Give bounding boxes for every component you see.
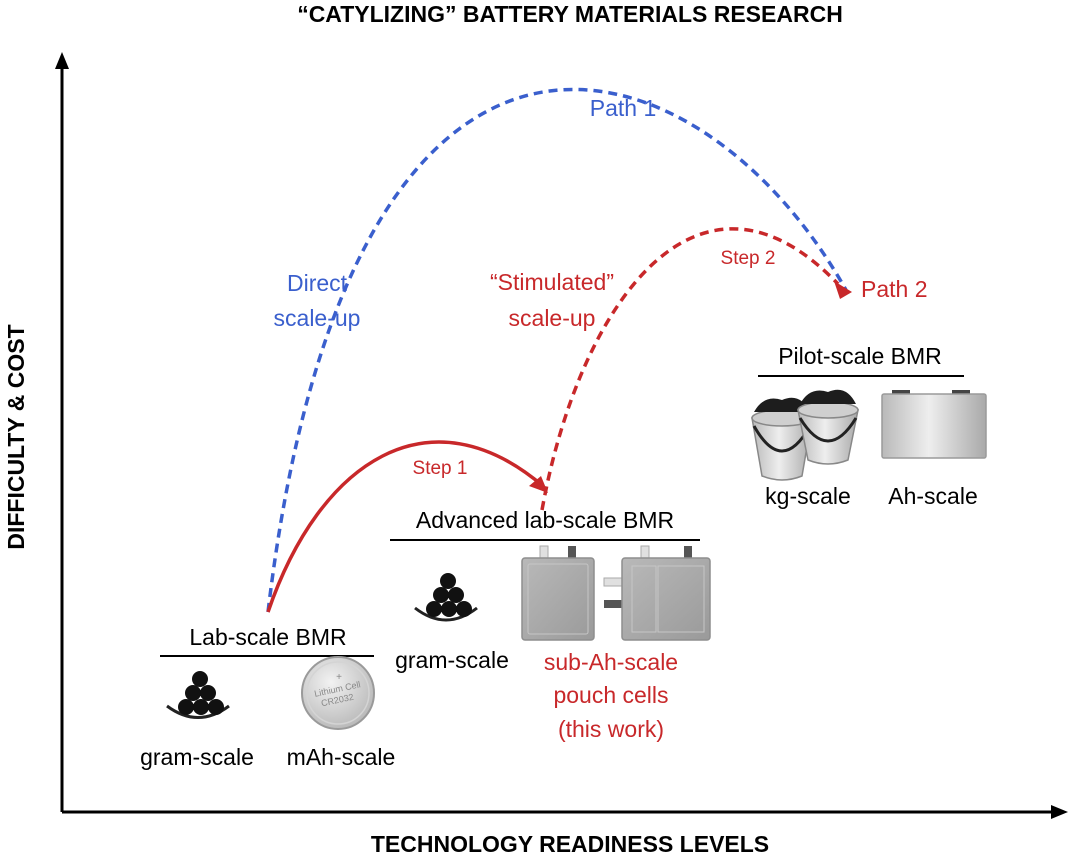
x-axis-label: TECHNOLOGY READINESS LEVELS xyxy=(371,831,769,857)
pilot-scale-title: Pilot-scale BMR xyxy=(778,343,942,369)
y-axis-arrowhead xyxy=(55,52,69,69)
ah-scale-label: Ah-scale xyxy=(888,483,977,509)
y-axis xyxy=(55,52,69,812)
y-axis-label: DIFFICULTY & COST xyxy=(3,324,29,549)
coin-cell-icon: + Lithium Cell CR2032 xyxy=(301,656,375,730)
bucket-icon xyxy=(797,389,859,465)
pouch-cell-icon xyxy=(603,545,711,641)
path2-label: Path 2 xyxy=(861,276,928,302)
path2-arrowhead xyxy=(834,281,852,299)
lab-mah-scale-label: mAh-scale xyxy=(287,744,396,770)
direct-scaleup-label-line1: Direct xyxy=(287,270,348,296)
pouch-cells-label: pouch cells xyxy=(553,682,668,708)
lab-gram-scale-label: gram-scale xyxy=(140,744,254,770)
path1-label: Path 1 xyxy=(590,95,657,121)
this-work-label: (this work) xyxy=(558,716,664,742)
powder-icon xyxy=(166,671,230,719)
prismatic-cell-icon xyxy=(881,390,987,459)
x-axis xyxy=(62,805,1068,819)
pouch-cell-icon xyxy=(521,545,595,641)
step1-curve xyxy=(266,440,545,613)
stimulated-scaleup-label-line1: “Stimulated” xyxy=(490,269,614,295)
stimulated-scaleup-label-line2: scale-up xyxy=(509,305,596,331)
svg-text:+: + xyxy=(336,672,342,683)
x-axis-arrowhead xyxy=(1051,805,1068,819)
lab-scale-title: Lab-scale BMR xyxy=(189,624,346,650)
step1-arrowhead xyxy=(529,476,548,493)
step1-label: Step 1 xyxy=(413,458,468,479)
advanced-lab-scale-title: Advanced lab-scale BMR xyxy=(416,507,674,533)
step2-label: Step 2 xyxy=(721,248,776,269)
direct-scaleup-label-line2: scale-up xyxy=(274,305,361,331)
advanced-lab-scale-stage: Advanced lab-scale BMR gram-scale xyxy=(390,507,711,742)
kg-scale-label: kg-scale xyxy=(765,483,851,509)
diagram-title: “CATYLIZING” BATTERY MATERIALS RESEARCH xyxy=(297,1,843,27)
path1-curve xyxy=(266,87,848,613)
lab-scale-stage: Lab-scale BMR gram-scale + Lithium Cell … xyxy=(140,624,395,770)
bucket-icon xyxy=(751,397,813,481)
sub-ah-scale-label: sub-Ah-scale xyxy=(544,649,678,675)
pilot-scale-stage: Pilot-scale BMR kg-scale Ah-scale xyxy=(751,343,987,509)
powder-icon xyxy=(414,573,478,622)
advanced-gram-scale-label: gram-scale xyxy=(395,647,509,673)
step2-curve xyxy=(540,227,840,511)
